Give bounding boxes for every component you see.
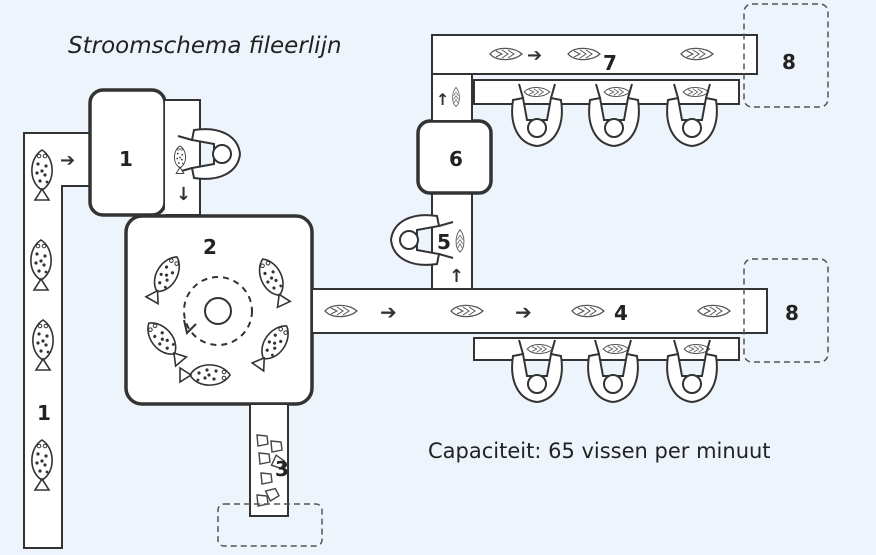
label-skins-chute: 3 bbox=[275, 457, 289, 481]
flow-arrow-up: ↑ bbox=[436, 90, 449, 109]
label-output-lower: 8 bbox=[785, 301, 799, 325]
fillet-belt bbox=[311, 288, 768, 334]
output-bin-lower bbox=[743, 258, 829, 363]
output-bin-upper bbox=[743, 3, 829, 108]
label-infeed-belt: 1 bbox=[37, 401, 51, 425]
flow-arrow-right: ➔ bbox=[380, 300, 397, 324]
label-output-upper: 8 bbox=[782, 50, 796, 74]
label-station-1: 1 bbox=[119, 147, 133, 171]
label-turntable: 2 bbox=[203, 235, 217, 259]
label-buffer: 6 bbox=[449, 147, 463, 171]
flow-arrow-up: ↑ bbox=[449, 266, 464, 287]
label-upper-belt: 7 bbox=[603, 51, 617, 75]
flow-arrow-right: ➔ bbox=[60, 150, 75, 171]
label-transfer: 5 bbox=[437, 230, 451, 254]
turntable-rotation-ring bbox=[183, 276, 253, 346]
label-fillet-belt: 4 bbox=[614, 301, 628, 325]
diagram-title: Stroomschema fileerlijn bbox=[68, 33, 342, 59]
skins-bin-outline bbox=[217, 503, 323, 547]
flow-arrow-right: ➔ bbox=[527, 45, 542, 66]
capacity-caption: Capaciteit: 65 vissen per minuut bbox=[428, 439, 771, 463]
flow-arrow-right: ➔ bbox=[515, 300, 532, 324]
riser-chute bbox=[431, 73, 473, 122]
flow-arrow-down: ↓ bbox=[176, 184, 191, 205]
turntable-hub bbox=[204, 297, 232, 325]
turntable-rotation-arrow bbox=[183, 319, 197, 335]
